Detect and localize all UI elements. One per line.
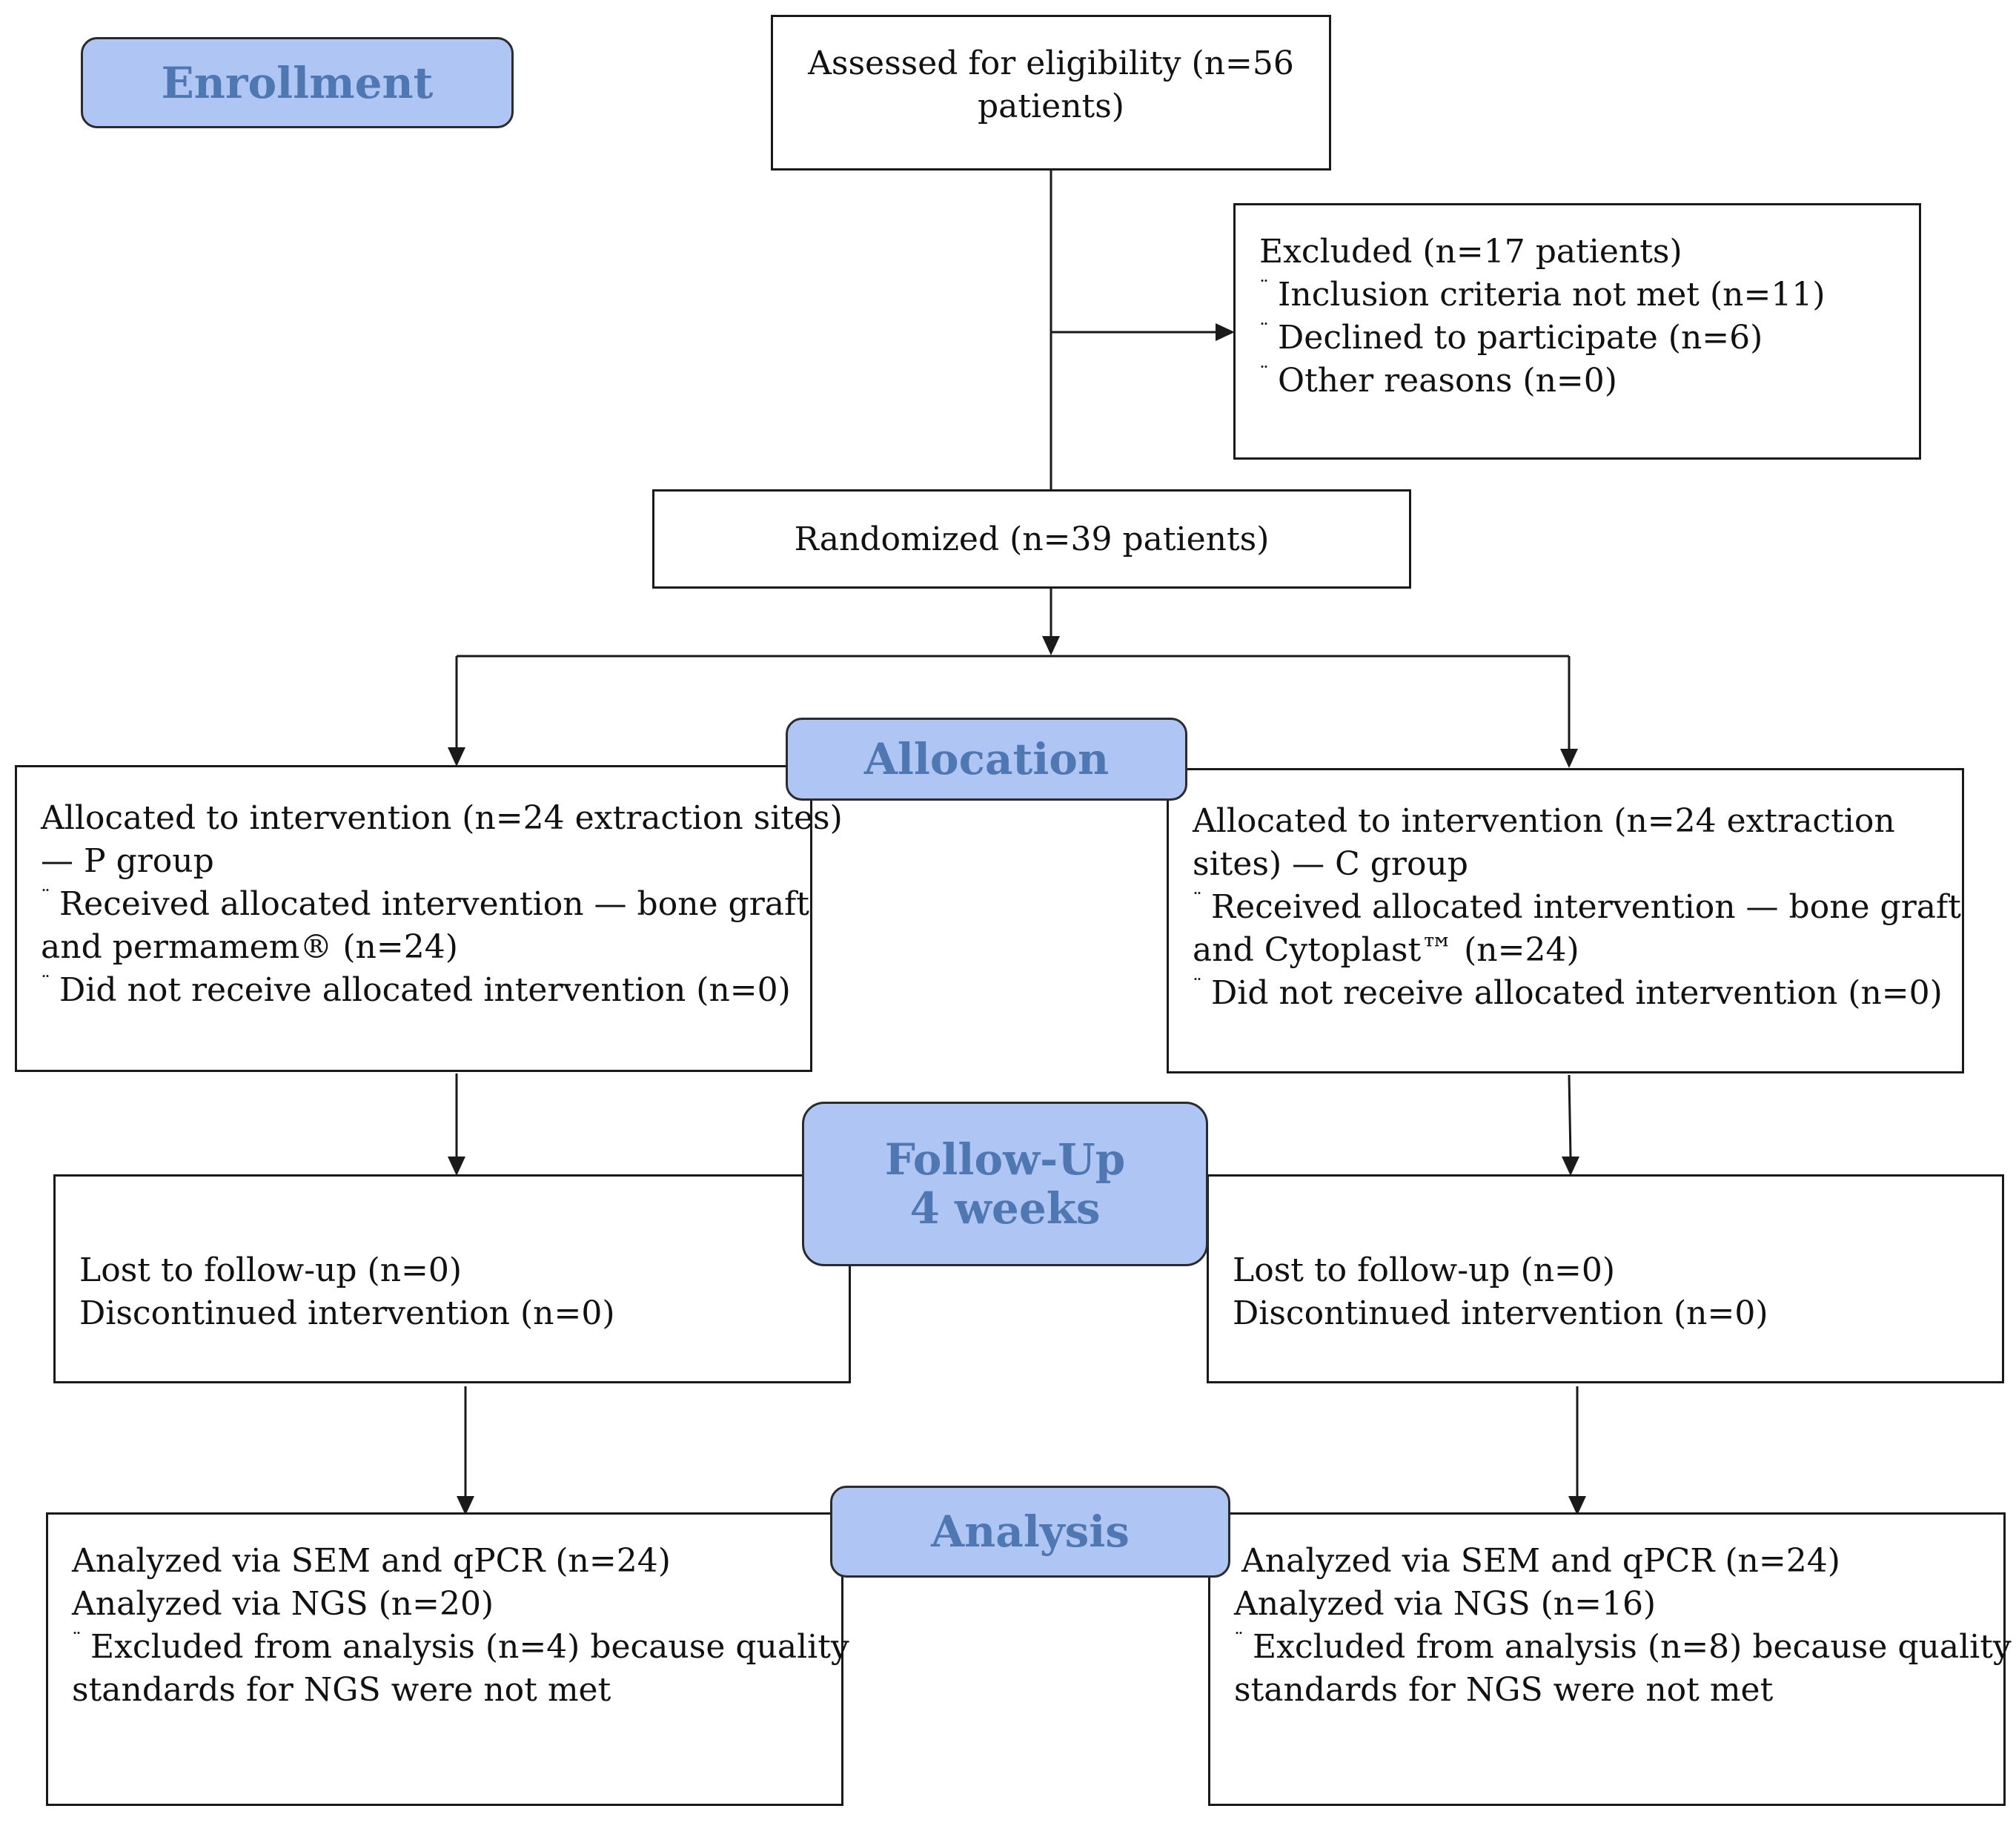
allocated-p-line: — P group [41, 842, 214, 880]
stage-label-text: Analysis [931, 1506, 1130, 1557]
stage-label-text: Follow-Up [884, 1134, 1126, 1185]
allocated-c-item-text: Received allocated intervention — bone g… [1211, 888, 1961, 926]
assessed-line-2: patients) [978, 87, 1124, 125]
allocated-c-line: ¨ Received allocated intervention — bone … [1193, 886, 1962, 929]
analysis-c-line: Analyzed via SEM and qPCR (n=24) [1241, 1542, 1840, 1580]
excluded-item: ¨ Other reasons (n=0) [1259, 360, 1919, 403]
arrowhead-p-followup [448, 1157, 465, 1176]
connector-c-alloc-followup [1568, 1074, 1572, 1157]
bullet-icon: ¨ [1193, 890, 1202, 912]
analysis-p-item-text: Excluded from analysis (n=4) because qua… [90, 1628, 849, 1666]
excluded-item-text: Declined to participate (n=6) [1278, 319, 1763, 357]
followup-c-box: Lost to follow-up (n=0) Discontinued int… [1207, 1174, 2004, 1383]
bullet-icon: ¨ [1234, 1630, 1244, 1652]
stage-label-text: Allocation [863, 734, 1110, 784]
analysis-c-line: Analyzed via NGS (n=16) [1234, 1585, 1657, 1623]
arrowhead-randomized [1042, 636, 1060, 655]
allocated-p-line: ¨ Did not receive allocated intervention … [41, 969, 810, 1012]
stage-label-followup: Follow-Up 4 weeks [802, 1102, 1208, 1266]
bullet-icon: ¨ [41, 973, 50, 995]
allocated-c-item-text: Did not receive allocated intervention (… [1211, 974, 1943, 1012]
bullet-icon: ¨ [41, 887, 50, 909]
followup-c-line: Discontinued intervention (n=0) [1233, 1294, 1768, 1332]
excluded-item-text: Inclusion criteria not met (n=11) [1278, 276, 1826, 314]
bullet-icon: ¨ [1193, 976, 1202, 998]
randomized-text: Randomized (n=39 patients) [794, 520, 1270, 558]
allocated-c-line: Allocated to intervention (n=24 extracti… [1193, 802, 1895, 840]
stage-label-allocation: Allocation [786, 718, 1187, 801]
stage-label-analysis: Analysis [830, 1486, 1230, 1578]
allocated-p-line: ¨ Received allocated intervention — bone … [41, 883, 810, 926]
stage-label-text: 4 weeks [909, 1183, 1101, 1234]
arrowhead-p-allocation [448, 747, 465, 767]
stage-label-text: Enrollment [161, 57, 434, 108]
followup-p-box: Lost to follow-up (n=0) Discontinued int… [53, 1174, 851, 1383]
bullet-icon: ¨ [72, 1630, 82, 1652]
excluded-item: ¨ Declined to participate (n=6) [1259, 317, 1919, 360]
analysis-c-box: Analyzed via SEM and qPCR (n=24) Analyze… [1208, 1512, 2012, 1806]
followup-c-line: Lost to follow-up (n=0) [1233, 1251, 1616, 1289]
arrowhead-c-analysis [1568, 1496, 1586, 1515]
randomized-box: Randomized (n=39 patients) [652, 489, 1411, 589]
analysis-c-line: ¨ Excluded from analysis (n=8) because qu… [1234, 1626, 2012, 1669]
assessed-box: Assessed for eligibility (n=56 patients) [771, 15, 1331, 171]
allocated-p-item-text: Received allocated intervention — bone g… [59, 885, 809, 923]
allocated-c-line: ¨ Did not receive allocated intervention … [1193, 972, 1962, 1015]
excluded-title: Excluded (n=17 patients) [1259, 233, 1682, 271]
excluded-item-text: Other reasons (n=0) [1278, 362, 1617, 400]
allocated-p-line: and permamem® (n=24) [41, 928, 458, 966]
allocated-p-line: Allocated to intervention (n=24 extracti… [41, 799, 843, 837]
analysis-c-line: standards for NGS were not met [1234, 1671, 1774, 1709]
analysis-p-line: Analyzed via SEM and qPCR (n=24) [72, 1542, 671, 1580]
allocated-c-line: and Cytoplast™ (n=24) [1193, 931, 1579, 969]
allocated-p-item-text: Did not receive allocated intervention (… [59, 971, 791, 1009]
analysis-p-line: ¨ Excluded from analysis (n=4) because qu… [72, 1626, 849, 1669]
arrowhead-c-followup [1562, 1157, 1579, 1176]
bullet-icon: ¨ [1259, 363, 1269, 386]
assessed-line-1: Assessed for eligibility (n=56 [808, 44, 1294, 82]
followup-p-line: Lost to follow-up (n=0) [79, 1251, 462, 1289]
analysis-p-box: Analyzed via SEM and qPCR (n=24) Analyze… [46, 1512, 849, 1806]
bullet-icon: ¨ [1259, 320, 1269, 343]
analysis-p-line: standards for NGS were not met [72, 1671, 611, 1709]
allocated-c-box: Allocated to intervention (n=24 extracti… [1167, 768, 1964, 1073]
excluded-item: ¨ Inclusion criteria not met (n=11) [1259, 274, 1919, 317]
analysis-p-line: Analyzed via NGS (n=20) [72, 1585, 494, 1623]
allocated-c-line: sites) — C group [1193, 845, 1468, 883]
arrowhead-p-analysis [457, 1496, 474, 1515]
arrowhead-c-allocation [1560, 749, 1578, 768]
analysis-c-item-text: Excluded from analysis (n=8) because qua… [1253, 1628, 2012, 1666]
bullet-icon: ¨ [1259, 277, 1269, 300]
followup-p-line: Discontinued intervention (n=0) [79, 1294, 615, 1332]
arrowhead-excluded [1216, 323, 1235, 341]
allocated-p-box: Allocated to intervention (n=24 extracti… [15, 765, 843, 1072]
excluded-box: Excluded (n=17 patients) ¨ Inclusion crit… [1233, 203, 1921, 460]
stage-label-enrollment: Enrollment [81, 37, 514, 128]
